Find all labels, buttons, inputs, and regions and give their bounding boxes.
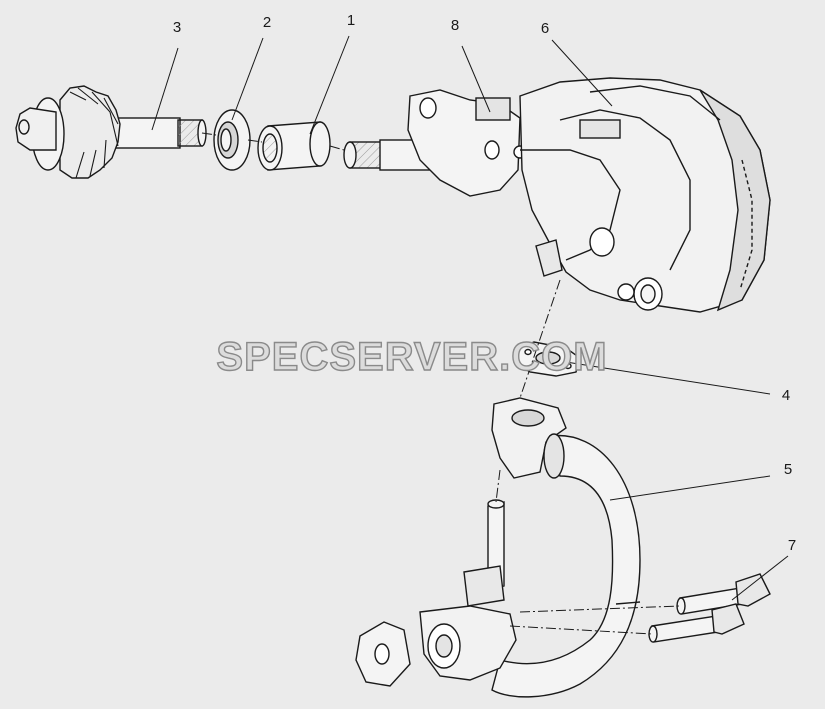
callout-2: 2: [263, 14, 271, 31]
flange-bolt-vertical: [463, 499, 505, 607]
leader-lines: [151, 35, 789, 601]
callout-6: 6: [541, 20, 549, 37]
watermark-text: SPECSERVER.COM: [216, 335, 607, 379]
assembly-centerlines: [201, 132, 681, 635]
callout-1: 1: [347, 12, 355, 29]
part-8-shaft-flange: [343, 89, 527, 197]
callout-5: 5: [784, 461, 792, 478]
part-7-bolts: [648, 573, 771, 643]
part-6-pump-body: [519, 77, 771, 313]
part-3-drive-gear-shaft: [15, 85, 207, 179]
part-1-bushing: [257, 121, 331, 171]
callout-8: 8: [451, 17, 459, 34]
callout-4: 4: [782, 387, 790, 404]
part-2-washer: [213, 109, 251, 171]
callout-7: 7: [788, 537, 796, 554]
callout-labels: 3 2 1 8 6 4 5 7: [173, 12, 796, 554]
callout-3: 3: [173, 19, 181, 36]
